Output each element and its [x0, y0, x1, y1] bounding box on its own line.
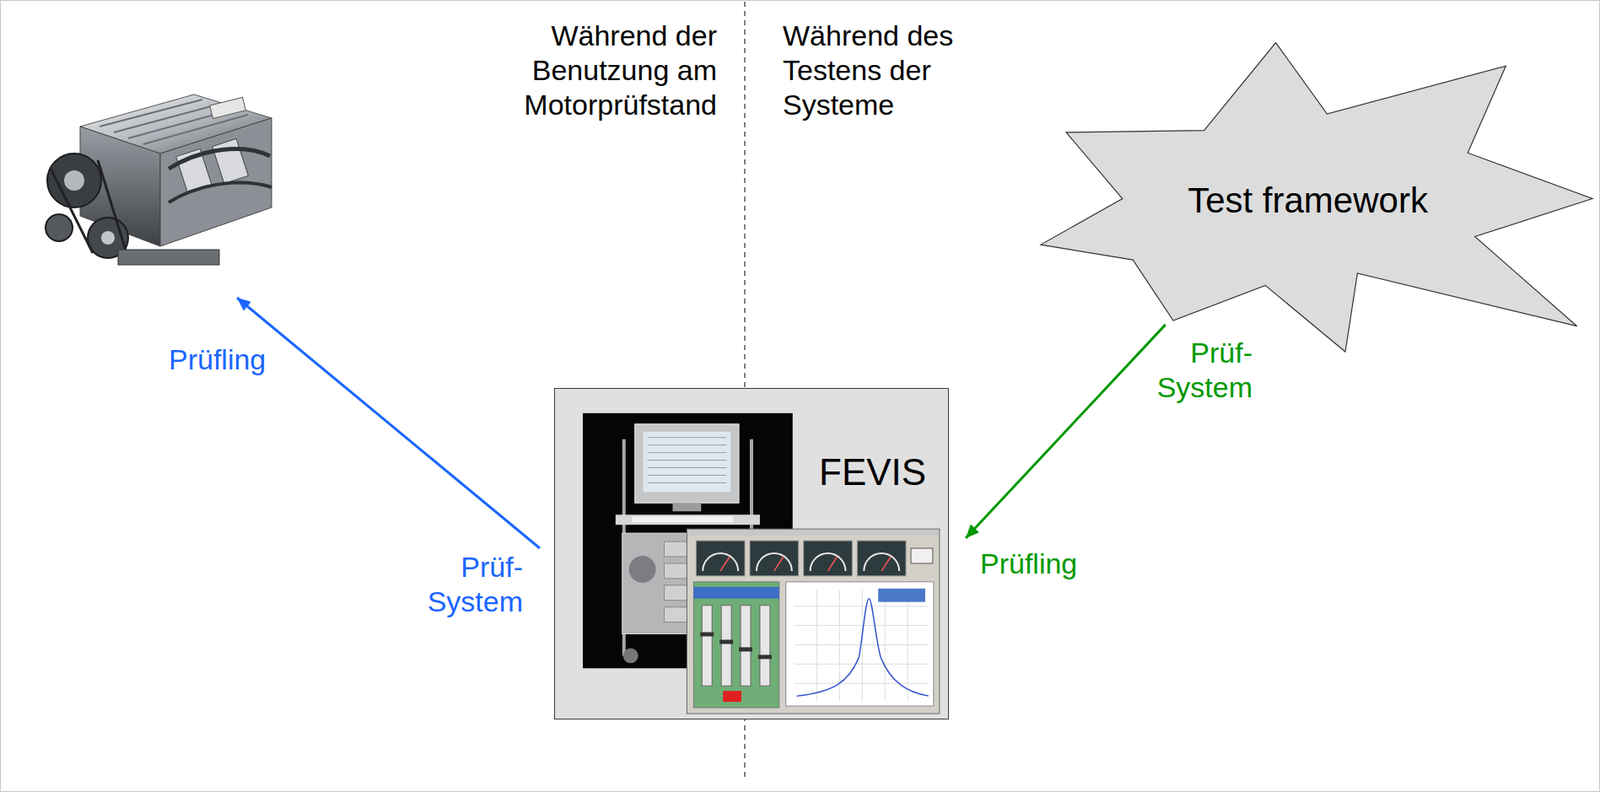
software-screenshot [686, 528, 939, 714]
node-title: Test framework [1187, 180, 1428, 221]
role-label: Prüfling [980, 546, 1078, 582]
starburst-polygon [1040, 43, 1593, 352]
connector-arrow [965, 324, 1166, 539]
role-label: Prüfling [168, 342, 266, 378]
role-label: Prüf- System [1157, 335, 1253, 405]
engine-illustration [45, 94, 272, 265]
starburst-shape: Test framework [1040, 40, 1593, 352]
node-title: FEVIS [818, 451, 927, 495]
phase-heading: Während der Benutzung am Motorprüfstand [489, 18, 717, 122]
blue-arrow [237, 297, 540, 549]
system-illustration [554, 388, 949, 719]
role-label: Prüf- System [427, 549, 523, 620]
phase-heading: Während des Testens der Systeme [782, 18, 1011, 122]
system-box: FEVIS [554, 387, 949, 720]
